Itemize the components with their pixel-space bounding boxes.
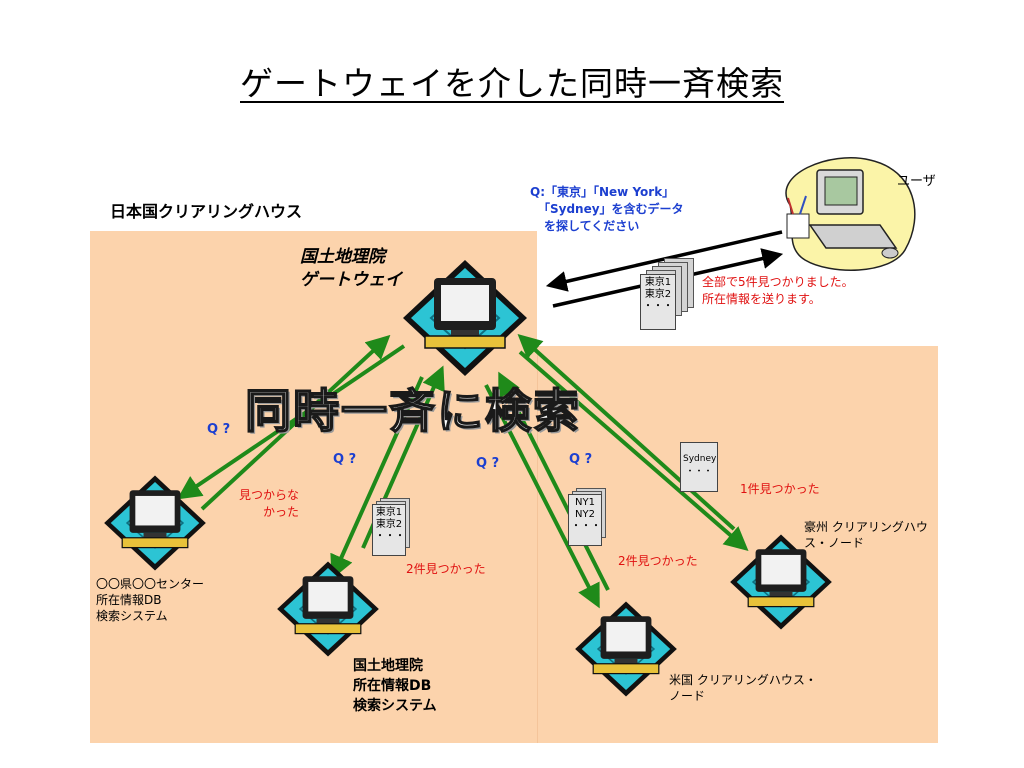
query-arrow-center (177, 344, 406, 500)
user-label: ユーザ (897, 174, 936, 189)
gateway-computer-icon (402, 259, 528, 377)
query-line-1: Q:「東京」「New York」 (530, 185, 675, 199)
reply-arrow-center (200, 334, 391, 511)
total-result-line-2: 所在情報を送ります。 (702, 292, 821, 306)
doc-line-1: 東京1 (375, 507, 403, 518)
query-label-us: Q ? (476, 456, 500, 471)
au-result-document: Sydney ・・・ (680, 442, 718, 492)
gsi-node-label: 国土地理院 所在情報DB 検索システム (353, 656, 437, 716)
center-result-line-2: かった (262, 505, 299, 519)
gsi-computer-icon (276, 560, 380, 658)
user-result-documents: 東京1 東京2 ・・・ (640, 258, 700, 330)
doc-line-1: Sydney (683, 454, 717, 464)
gsi-node-label-line-1: 国土地理院 (353, 658, 423, 674)
us-node-label: 米国 クリアリングハウス・ ノード (669, 672, 817, 704)
doc-line-2: 東京2 (375, 519, 403, 530)
doc-line-1: 東京1 (644, 277, 672, 288)
query-line-2: 「Sydney」を含むデータ (538, 202, 684, 216)
user-query-text: Q:「東京」「New York」 「Sydney」を含むデータ を探してください (530, 184, 684, 235)
gsi-node-label-line-3: 検索システム (353, 698, 437, 714)
query-arrow-gsi (330, 376, 424, 580)
doc-line-2: NY2 (575, 509, 595, 520)
user-computer-icon (785, 157, 916, 271)
japan-clearinghouse-label: 日本国クリアリングハウス (110, 202, 303, 221)
au-node-label-line-2: ス・ノード (804, 536, 865, 550)
center-result-text: 見つからな かった (233, 487, 299, 521)
center-result-line-1: 見つからな (238, 488, 299, 502)
us-node-label-line-1: 米国 クリアリングハウス・ (669, 673, 817, 687)
region-divider (537, 346, 538, 743)
query-line-3: を探してください (544, 219, 640, 233)
total-result-text: 全部で5件見つかりました。 所在情報を送ります。 (702, 274, 854, 308)
page-title: ゲートウェイを介した同時一斉検索 (0, 62, 1024, 106)
title-part-2: を介した同時一斉検索 (444, 64, 784, 103)
doc-front-sheet: NY1 NY2 ・・・ (568, 494, 602, 546)
doc-line-1: NY1 (575, 497, 595, 508)
center-node-label-line-2: 所在情報DB (96, 593, 162, 607)
query-arrow-us (484, 384, 600, 609)
center-node-label: 〇〇県〇〇センター 所在情報DB 検索システム (96, 576, 204, 624)
au-node-label-line-1: 豪州 クリアリングハウ (804, 520, 928, 534)
doc-front-sheet: 東京1 東京2 ・・・ (372, 504, 406, 556)
doc-line-2: 東京2 (644, 289, 672, 300)
au-result-text: 1件見つかった (740, 482, 820, 496)
au-node-label: 豪州 クリアリングハウ ス・ノード (804, 519, 928, 551)
center-node-label-line-3: 検索システム (96, 609, 168, 623)
query-label-center: Q ? (207, 422, 231, 437)
reply-arrow-us (498, 371, 610, 591)
doc-front-sheet: 東京1 東京2 ・・・ (640, 274, 676, 330)
us-computer-icon (574, 600, 678, 698)
total-result-line-1: 全部で5件見つかりました。 (702, 275, 854, 289)
doc-line-2: ・・・ (685, 467, 713, 477)
gateway-label: 国土地理院 ゲートウェイ (300, 246, 402, 292)
gsi-result-text: 2件見つかった (406, 562, 486, 576)
center-node-label-line-1: 〇〇県〇〇センター (96, 577, 205, 591)
doc-line-3: ・・・ (643, 301, 673, 312)
gateway-label-line-1: 国土地理院 (300, 247, 385, 267)
doc-line-3: ・・・ (571, 521, 601, 532)
us-result-documents: NY1 NY2 ・・・ (568, 488, 608, 546)
gateway-label-line-2: ゲートウェイ (300, 270, 402, 290)
reply-arrow-au (517, 333, 736, 531)
title-part-1: ゲートウェイ (240, 64, 444, 103)
query-label-gsi: Q ? (333, 452, 357, 467)
doc-line-3: ・・・ (375, 531, 405, 542)
simultaneous-search-overlay-text: 同時一斉に検索 (244, 383, 581, 439)
gsi-result-documents: 東京1 東京2 ・・・ (372, 498, 412, 556)
gsi-node-label-line-2: 所在情報DB (353, 678, 432, 694)
query-label-au: Q ? (569, 452, 593, 467)
us-result-text: 2件見つかった (618, 554, 698, 568)
us-node-label-line-2: ノード (669, 689, 706, 703)
query-arrow-au (518, 350, 749, 551)
